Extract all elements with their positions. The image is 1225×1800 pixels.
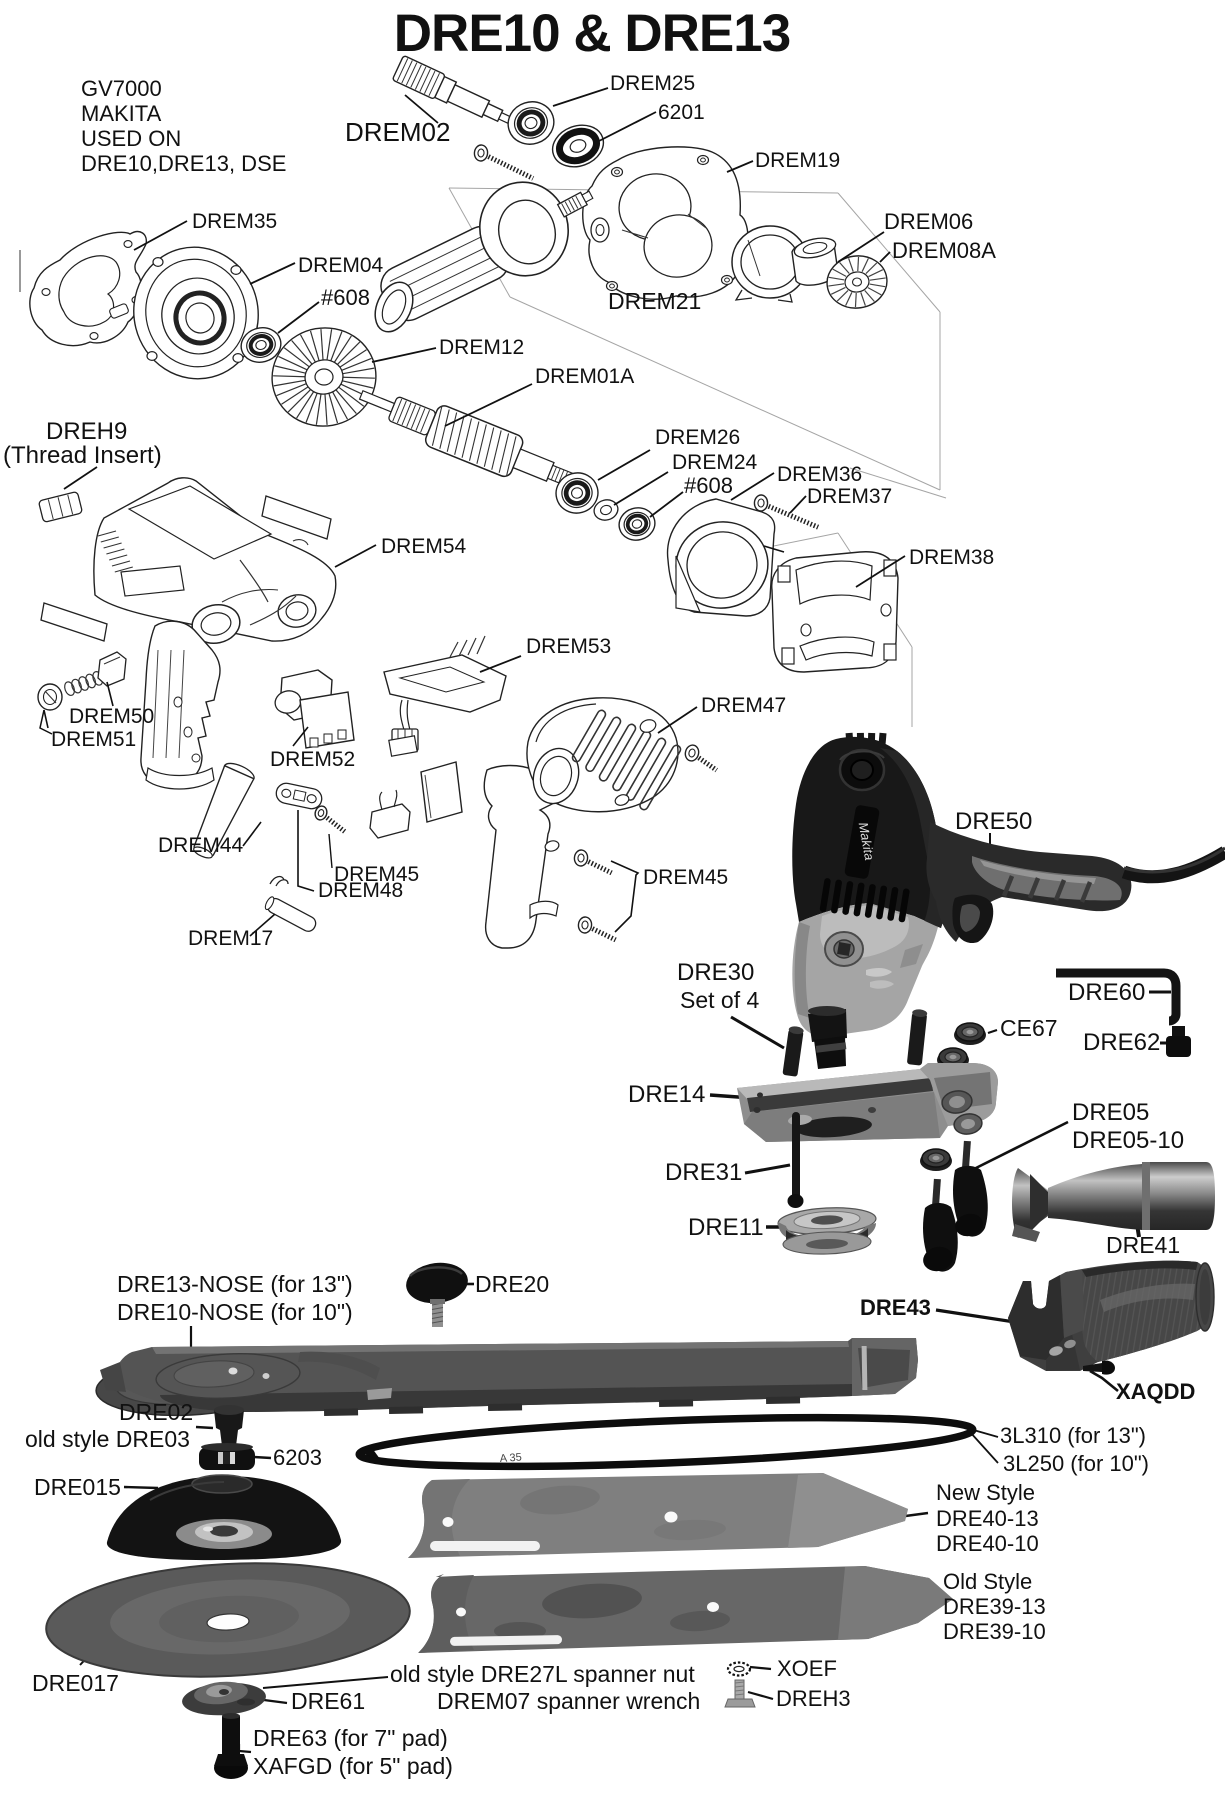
svg-text:DREM37: DREM37 (807, 485, 892, 508)
svg-text:New Style: New Style (936, 1480, 1035, 1505)
svg-text:DREM53: DREM53 (526, 635, 611, 658)
svg-text:3L310 (for 13"): 3L310 (for 13") (1000, 1423, 1146, 1448)
svg-text:DRE05: DRE05 (1072, 1099, 1149, 1126)
svg-text:DRE10-NOSE (for 10"): DRE10-NOSE (for 10") (117, 1299, 353, 1325)
svg-text:MAKITA: MAKITA (81, 101, 162, 126)
svg-text:Makita: Makita (856, 821, 877, 861)
svg-text:DREM25: DREM25 (610, 72, 695, 95)
svg-text:DREM51: DREM51 (51, 728, 136, 751)
svg-text:XOEF: XOEF (777, 1656, 837, 1681)
svg-text:DREM50: DREM50 (69, 705, 154, 728)
svg-text:#608: #608 (321, 285, 370, 310)
svg-text:DREM36: DREM36 (777, 463, 862, 486)
svg-text:DRE63 (for 7" pad): DRE63 (for 7" pad) (253, 1725, 448, 1751)
svg-text:DRE05-10: DRE05-10 (1072, 1127, 1184, 1154)
svg-text:DRE43: DRE43 (860, 1295, 931, 1320)
svg-text:DREH9: DREH9 (46, 418, 127, 445)
svg-text:GV7000: GV7000 (81, 76, 162, 101)
svg-text:6203: 6203 (273, 1445, 322, 1470)
svg-text:DRE017: DRE017 (32, 1670, 119, 1696)
svg-text:DREM19: DREM19 (755, 149, 840, 172)
svg-text:DREM08A: DREM08A (892, 238, 996, 263)
svg-text:XAFGD (for 5" pad): XAFGD (for 5" pad) (253, 1753, 453, 1779)
svg-text:DREM35: DREM35 (192, 210, 277, 233)
svg-text:DRE62: DRE62 (1083, 1029, 1160, 1056)
svg-text:DREM52: DREM52 (270, 748, 355, 771)
svg-text:A 35: A 35 (499, 1451, 522, 1465)
svg-text:DREM04: DREM04 (298, 254, 384, 277)
svg-text:#608: #608 (684, 473, 733, 498)
svg-text:DRE20: DRE20 (475, 1271, 549, 1297)
svg-text:DREH3: DREH3 (776, 1686, 851, 1711)
svg-text:3L250 (for 10"): 3L250 (for 10") (1003, 1451, 1149, 1476)
svg-text:DRE10 & DRE13: DRE10 & DRE13 (394, 4, 790, 63)
svg-text:USED ON: USED ON (81, 126, 181, 151)
svg-text:DRE31: DRE31 (665, 1159, 742, 1186)
svg-text:DREM24: DREM24 (672, 451, 758, 474)
svg-text:DRE14: DRE14 (628, 1081, 705, 1108)
svg-text:DREM12: DREM12 (439, 336, 524, 359)
svg-text:DRE13-NOSE (for 13"): DRE13-NOSE (for 13") (117, 1271, 353, 1297)
svg-text:XAQDD: XAQDD (1116, 1379, 1195, 1404)
svg-text:DREM06: DREM06 (884, 209, 973, 234)
svg-text:6201: 6201 (658, 101, 705, 124)
svg-text:DRE39-13: DRE39-13 (943, 1594, 1046, 1619)
svg-text:DRE60: DRE60 (1068, 979, 1145, 1006)
svg-text:DREM21: DREM21 (608, 288, 701, 314)
svg-text:DREM44: DREM44 (158, 834, 244, 857)
svg-text:DREM48: DREM48 (318, 879, 403, 902)
svg-text:DREM02: DREM02 (345, 117, 450, 147)
svg-text:DREM45: DREM45 (334, 863, 419, 886)
svg-text:DREM26: DREM26 (655, 426, 740, 449)
svg-text:DREM54: DREM54 (381, 535, 467, 558)
svg-text:old style DRE27L spanner nut: old style DRE27L spanner nut (390, 1661, 695, 1687)
svg-text:DRE39-10: DRE39-10 (943, 1619, 1046, 1644)
svg-text:DRE50: DRE50 (955, 808, 1032, 835)
svg-text:DRE10,DRE13, DSE: DRE10,DRE13, DSE (81, 151, 286, 176)
svg-text:DRE61: DRE61 (291, 1688, 365, 1714)
svg-text:DRE11: DRE11 (688, 1214, 764, 1241)
svg-text:Set of 4: Set of 4 (680, 987, 759, 1013)
svg-text:DREM07 spanner wrench: DREM07 spanner wrench (437, 1688, 700, 1714)
svg-text:DREM38: DREM38 (909, 546, 994, 569)
svg-text:DRE40-13: DRE40-13 (936, 1506, 1039, 1531)
svg-text:DREM47: DREM47 (701, 694, 786, 717)
svg-text:DRE015: DRE015 (34, 1474, 121, 1500)
svg-text:DRE41: DRE41 (1106, 1232, 1180, 1258)
svg-text:DREM17: DREM17 (188, 927, 273, 950)
svg-text:DREM01A: DREM01A (535, 365, 634, 388)
svg-text:Old Style: Old Style (943, 1569, 1032, 1594)
svg-text:DRE30: DRE30 (677, 959, 754, 986)
svg-text:(Thread Insert): (Thread Insert) (3, 442, 162, 469)
svg-text:DRE40-10: DRE40-10 (936, 1531, 1039, 1556)
svg-text:DREM45: DREM45 (643, 866, 728, 889)
svg-text:CE67: CE67 (1000, 1015, 1058, 1041)
svg-text:old style DRE03: old style DRE03 (25, 1426, 190, 1452)
svg-text:DRE02: DRE02 (119, 1399, 193, 1425)
